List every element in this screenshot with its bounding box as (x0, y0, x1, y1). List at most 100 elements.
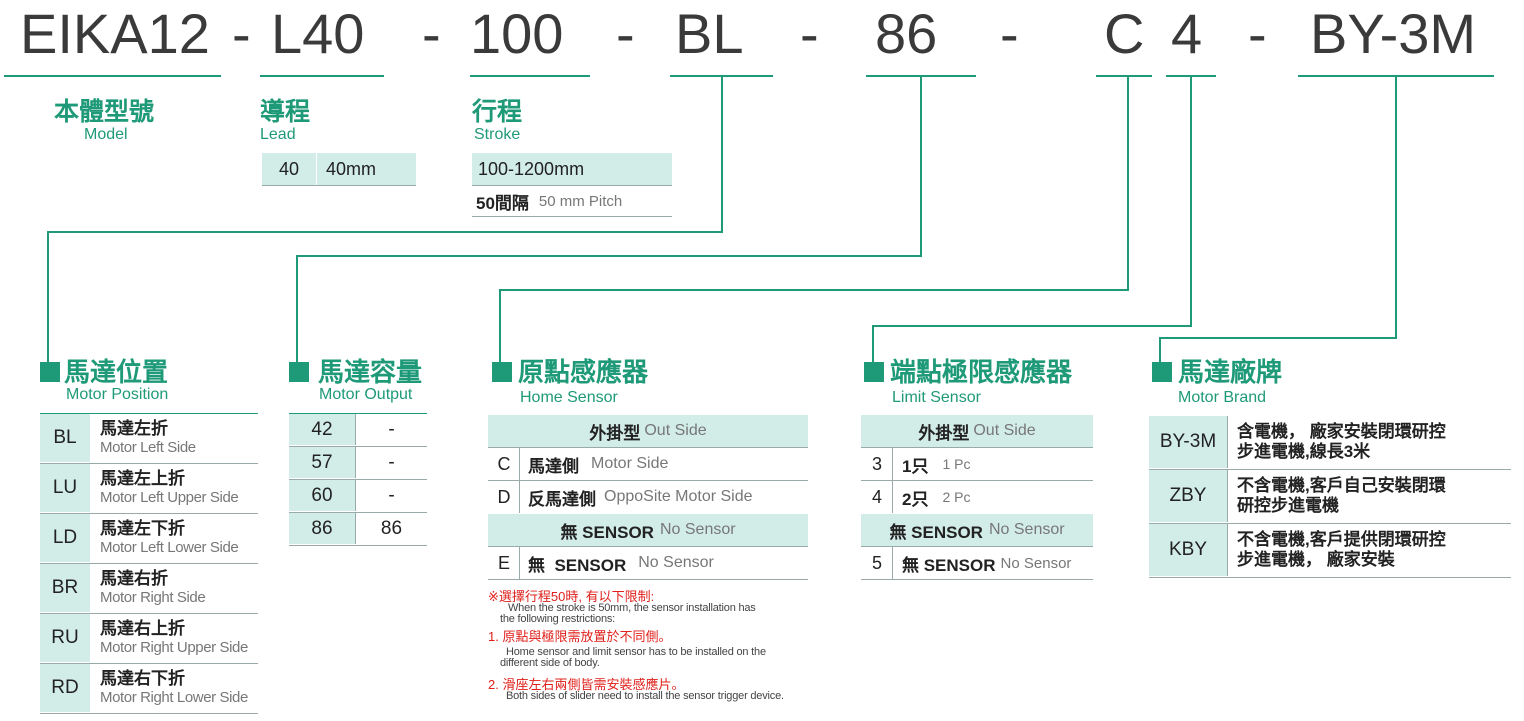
home-sensor-no-sensor-header: 無 SENSOR No Sensor (488, 514, 808, 546)
motor-position-divider (91, 614, 92, 662)
limit-sensor-code: 5 (871, 552, 882, 573)
motor-output-code: 57 (289, 447, 355, 478)
motor-position-title: 馬達位置 (64, 357, 169, 387)
note-1-en: Home sensor and limit sensor has to be i… (506, 646, 766, 658)
motor-brand-desc-line: 步進電機,線長3米 (1237, 442, 1371, 461)
motor-position-code: LD (40, 514, 90, 562)
code-segment-home-sensor: C (1104, 2, 1145, 65)
code-segment-lead: L40 (271, 2, 365, 65)
home-sensor-square-icon (492, 362, 512, 382)
motor-position-square-icon (40, 362, 60, 382)
motor-brand-desc-line: 不含電機,客戶提供閉環研控 (1237, 530, 1446, 549)
limit-sensor-code: 4 (871, 486, 882, 507)
motor-output-code: 42 (289, 414, 355, 445)
motor-position-en: Motor Right Side (100, 589, 206, 606)
home-sensor-code: E (497, 552, 510, 573)
model-subtitle: Model (84, 126, 128, 143)
motor-brand-desc-line: 步進電機， 廠家安裝 (1237, 550, 1395, 569)
lead-value: 40mm (326, 158, 377, 179)
stroke-pitch-zh: 50間隔 (476, 193, 529, 213)
motor-output-title: 馬達容量 (318, 357, 423, 387)
note-1: 1. 原點與極限需放置於不同側。 (488, 629, 672, 644)
motor-output-value: - (388, 484, 395, 506)
motor-position-zh: 馬達右下折 (100, 669, 185, 688)
motor-position-en: Motor Left Lower Side (100, 539, 239, 556)
motor-brand-desc-line: 含電機， 廠家安裝閉環研控 (1237, 422, 1446, 441)
motor-position-en: Motor Right Upper Side (100, 639, 248, 656)
motor-position-zh: 馬達右上折 (100, 619, 185, 638)
motor-output-value: 86 (380, 517, 403, 539)
motor-position-en: Motor Left Side (100, 439, 196, 456)
motor-brand-rule (1149, 577, 1511, 578)
stroke-pitch: 50間隔 50 mm Pitch (472, 186, 672, 216)
motor-brand-subtitle: Motor Brand (1178, 389, 1267, 406)
motor-brand-rule (1149, 469, 1511, 470)
motor-brand-code: ZBY (1149, 470, 1227, 522)
motor-output-top-rule (289, 413, 427, 414)
limit-sensor-title: 端點極限感應器 (890, 357, 1073, 387)
lead-subtitle: Lead (260, 126, 296, 143)
code-segment-motor-output: 86 (875, 2, 938, 65)
motor-position-divider (91, 464, 92, 512)
motor-position-zh: 馬達左下折 (100, 519, 185, 538)
code-separator: - (232, 2, 251, 65)
limit-sensor-subtitle: Limit Sensor (892, 389, 981, 406)
motor-position-divider (91, 564, 92, 612)
code-separator: - (800, 2, 819, 65)
limit-sensor-row: 1只 1 Pc (902, 456, 971, 476)
note-title-en: When the stroke is 50mm, the sensor inst… (508, 602, 756, 614)
code-segment-limit-sensor: 4 (1171, 2, 1203, 65)
motor-brand-divider (1227, 416, 1228, 468)
motor-output-rule (289, 446, 427, 447)
motor-output-divider (355, 414, 356, 445)
motor-position-zh: 馬達右折 (100, 569, 168, 588)
motor-brand-divider (1227, 470, 1228, 522)
motor-position-code: RU (40, 614, 90, 662)
motor-position-code: BL (40, 414, 90, 462)
home-sensor-row: 馬達側 Motor Side (528, 455, 669, 476)
code-segment-motor-brand: BY-3M (1310, 2, 1477, 65)
motor-position-rule (40, 613, 258, 614)
motor-brand-row: 含電機， 廠家安裝閉環研控步進電機,線長3米 (1237, 416, 1511, 468)
limit-sensor-no-sensor-header: 無 SENSOR No Sensor (861, 514, 1093, 546)
motor-position-rule (40, 663, 258, 664)
stroke-subtitle: Stroke (474, 126, 521, 143)
motor-position-code: LU (40, 464, 90, 512)
motor-brand-rule (1149, 523, 1511, 524)
home-sensor-subtitle: Home Sensor (520, 389, 618, 406)
limit-sensor-row: 無 SENSOR No Sensor (902, 554, 1072, 575)
stroke-range: 100-1200mm (472, 153, 672, 185)
motor-position-zh: 馬達左上折 (100, 469, 185, 488)
note-2-en: Both sides of slider need to install the… (506, 690, 784, 702)
motor-position-divider (91, 514, 92, 562)
motor-brand-desc-line: 不含電機,客戶自己安裝閉環 (1237, 476, 1446, 495)
limit-sensor-header: 外掛型 Out Side (861, 415, 1093, 447)
code-segment-motor-position: BL (675, 2, 744, 65)
lead-row (262, 153, 416, 185)
motor-output-divider (355, 447, 356, 478)
code-separator: - (1000, 2, 1019, 65)
stroke-pitch-en: 50 mm Pitch (538, 192, 623, 210)
lead-code: 40 (278, 158, 300, 179)
stroke-title: 行程 (472, 98, 523, 126)
motor-position-code: BR (40, 564, 90, 612)
motor-brand-row: 不含電機,客戶自己安裝閉環研控步進電機 (1237, 470, 1511, 522)
motor-position-rule (40, 513, 258, 514)
code-separator: - (1248, 2, 1267, 65)
lead-title: 導程 (260, 98, 311, 126)
home-sensor-code: C (497, 453, 511, 474)
motor-position-divider (91, 664, 92, 712)
motor-output-square-icon (289, 362, 309, 382)
motor-brand-title: 馬達廠牌 (1178, 357, 1283, 387)
motor-brand-divider (1227, 524, 1228, 576)
motor-output-rule (289, 479, 427, 480)
note-2: 2. 滑座左右兩側皆需安裝感應片。 (488, 677, 685, 692)
code-segment-model: EIKA12 (20, 2, 210, 65)
motor-output-rule (289, 512, 427, 513)
note-title: ※選擇行程50時, 有以下限制: (488, 589, 655, 604)
